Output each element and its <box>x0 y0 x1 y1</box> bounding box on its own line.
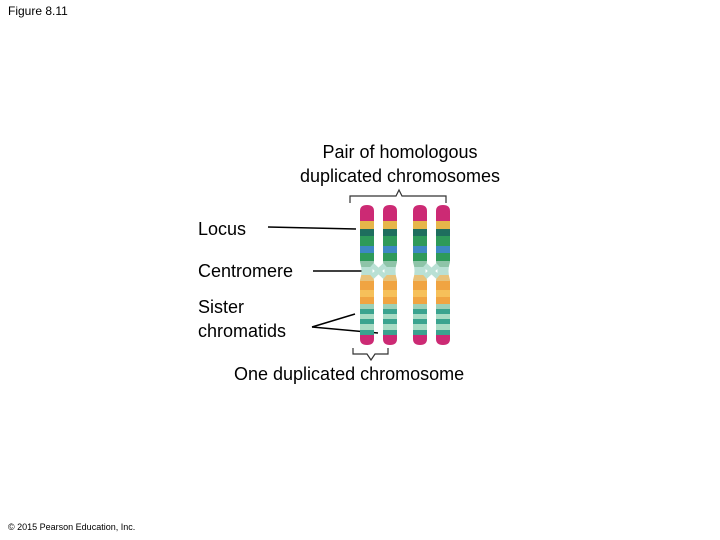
locus-label: Locus <box>198 219 247 239</box>
chromatid-band <box>436 229 450 236</box>
chromatid-band <box>413 253 427 261</box>
chromatid-band <box>383 309 397 314</box>
chromatid-band <box>383 221 397 229</box>
chromatid-band <box>383 335 397 345</box>
chromatid-band <box>413 290 427 297</box>
chromatid-band <box>383 261 397 267</box>
chromatid-band <box>436 297 450 304</box>
chromatid-band <box>383 267 397 275</box>
chromatid-band <box>413 205 427 221</box>
chromatid-band <box>436 246 450 253</box>
chromatid-band <box>436 314 450 319</box>
chromatid-band <box>436 281 450 290</box>
chromatid-band <box>413 267 427 275</box>
duplicated-chromosome-bracket <box>352 348 389 362</box>
chromatid-band <box>383 290 397 297</box>
sister-chromatids-label: Sister chromatids <box>198 295 286 343</box>
chromatid-band <box>360 324 374 330</box>
title-line-1: Pair of homologous <box>322 142 478 162</box>
chromatid-band <box>360 246 374 253</box>
chromatid-band <box>436 319 450 324</box>
chromatid-band <box>413 330 427 335</box>
chromatid-band <box>383 281 397 290</box>
chromatid-band <box>360 253 374 261</box>
chromatid-band <box>436 304 450 309</box>
chromatid-band <box>436 261 450 267</box>
chromatid-band <box>413 236 427 246</box>
centromere-label: Centromere <box>198 261 294 281</box>
chromatid-band <box>360 261 374 267</box>
chromatid-band <box>436 221 450 229</box>
chromatid-band <box>383 275 397 281</box>
chromatid-band <box>436 309 450 314</box>
chromatid-band <box>383 319 397 324</box>
one-duplicated-chromosome-label: One duplicated chromosome <box>234 364 465 384</box>
chromatid-band <box>436 236 450 246</box>
chromatid-band <box>383 253 397 261</box>
chromatid-band <box>413 221 427 229</box>
sister-leader-line-1 <box>311 313 356 328</box>
chromatid-band <box>436 335 450 345</box>
chromatid-band <box>360 330 374 335</box>
chromatid-band <box>383 236 397 246</box>
chromatid-band <box>360 335 374 345</box>
locus-leader-line <box>267 226 357 230</box>
chromatid-band <box>383 297 397 304</box>
chromatid-band <box>413 335 427 345</box>
chromatid-band <box>436 275 450 281</box>
chromatid-band <box>383 246 397 253</box>
title-line-2: duplicated chromosomes <box>299 166 501 186</box>
chromatid-band <box>413 229 427 236</box>
chromatid-band <box>413 319 427 324</box>
copyright-notice: © 2015 Pearson Education, Inc. <box>8 522 136 532</box>
sister-label-line-1: Sister <box>198 297 245 317</box>
chromatid-band <box>413 304 427 309</box>
chromatid-band <box>360 221 374 229</box>
centromere-junction-1 <box>370 263 387 279</box>
chromatid-band <box>360 236 374 246</box>
chromatid-2 <box>383 205 397 345</box>
chromatid-band <box>413 261 427 267</box>
homologous-pair-bracket <box>349 188 447 203</box>
chromatid-band <box>360 297 374 304</box>
chromatid-band <box>360 275 374 281</box>
chromatid-1 <box>360 205 374 345</box>
chromatid-band <box>436 290 450 297</box>
chromatid-band <box>436 205 450 221</box>
sister-label-line-2: chromatids <box>198 321 287 341</box>
diagram-title: Pair of homologous duplicated chromosome… <box>270 140 530 188</box>
chromatid-band <box>360 229 374 236</box>
chromatid-band <box>413 309 427 314</box>
chromatid-band <box>436 330 450 335</box>
chromatid-band <box>436 253 450 261</box>
chromatid-band <box>360 205 374 221</box>
chromatid-band <box>436 267 450 275</box>
centromere-junction-2 <box>423 263 440 279</box>
chromatid-band <box>383 304 397 309</box>
chromatid-band <box>360 314 374 319</box>
chromatid-band <box>413 275 427 281</box>
chromatid-band <box>383 229 397 236</box>
chromatid-band <box>360 267 374 275</box>
chromatid-band <box>383 324 397 330</box>
chromatid-band <box>360 281 374 290</box>
chromatid-band <box>413 324 427 330</box>
chromatid-band <box>383 330 397 335</box>
chromatid-band <box>360 319 374 324</box>
chromatid-band <box>383 205 397 221</box>
chromatid-3 <box>413 205 427 345</box>
figure-label: Figure 8.11 <box>8 4 68 18</box>
chromatid-4 <box>436 205 450 345</box>
chromatid-band <box>360 290 374 297</box>
chromatid-band <box>413 281 427 290</box>
chromatid-band <box>413 297 427 304</box>
chromatid-band <box>360 309 374 314</box>
chromatid-band <box>360 304 374 309</box>
chromatid-band <box>413 246 427 253</box>
chromatid-band <box>436 324 450 330</box>
chromatid-band <box>383 314 397 319</box>
chromatid-band <box>413 314 427 319</box>
